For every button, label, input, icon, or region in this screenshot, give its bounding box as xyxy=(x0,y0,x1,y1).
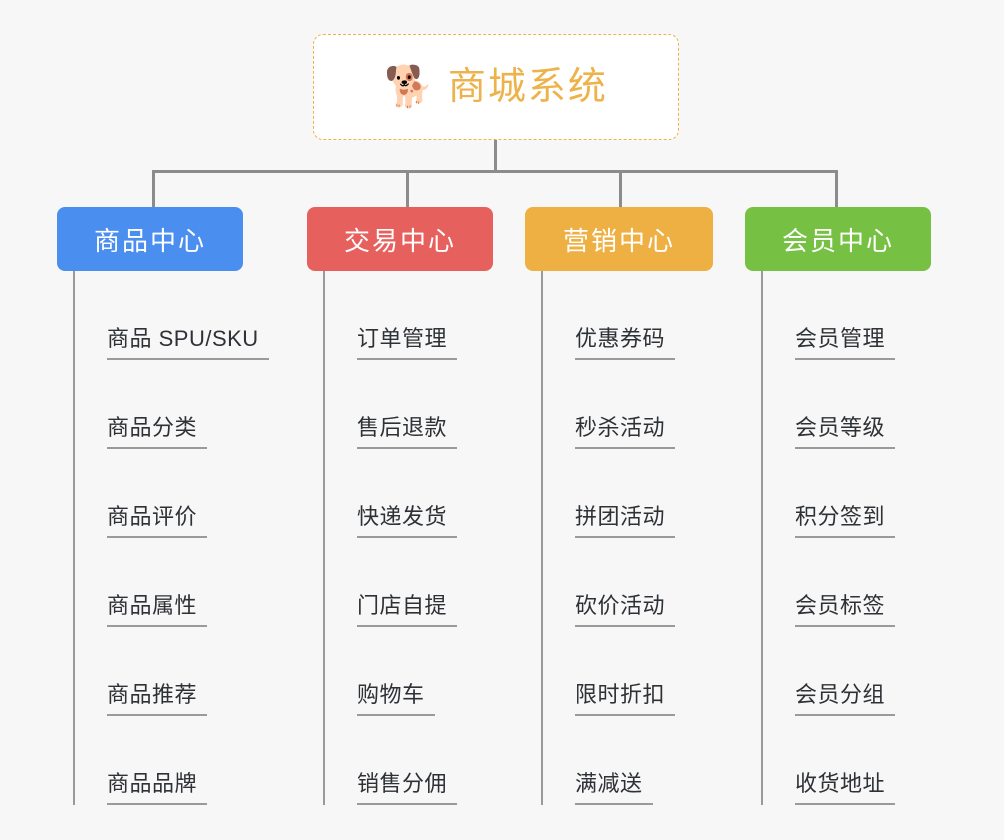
connector-drop-member-center xyxy=(835,170,838,208)
leaf-label: 商品分类 xyxy=(107,417,208,449)
category-label: 会员中心 xyxy=(781,225,894,256)
connector-drop-product-center xyxy=(152,170,155,208)
leaf-item[interactable]: 拼团活动 xyxy=(541,449,713,538)
branch-member-center: 会员中心 会员管理 会员等级 积分签到 会员标签 会员分组 收货地址 xyxy=(745,207,931,805)
category-header-product-center[interactable]: 商品中心 xyxy=(57,207,243,271)
leaf-item[interactable]: 商品分类 xyxy=(73,360,269,449)
leaf-label: 收货地址 xyxy=(795,773,896,805)
category-label: 商品中心 xyxy=(93,225,206,256)
leaf-item[interactable]: 商品品牌 xyxy=(73,716,269,805)
connector-horizontal-bus xyxy=(152,170,838,173)
leaf-rail xyxy=(761,271,763,805)
leaf-label: 商品品牌 xyxy=(107,773,208,805)
category-header-trade-center[interactable]: 交易中心 xyxy=(307,207,493,271)
leaf-label: 会员分组 xyxy=(795,684,896,716)
category-header-member-center[interactable]: 会员中心 xyxy=(745,207,931,271)
leaf-item[interactable]: 会员标签 xyxy=(761,538,931,627)
leaf-item[interactable]: 优惠券码 xyxy=(541,271,713,360)
shiba-dog-face-icon: 🐕 xyxy=(384,65,434,109)
leaf-item[interactable]: 秒杀活动 xyxy=(541,360,713,449)
leaf-item[interactable]: 商品评价 xyxy=(73,449,269,538)
category-label: 营销中心 xyxy=(562,225,675,256)
leaf-rail xyxy=(73,271,75,805)
leaf-label: 拼团活动 xyxy=(575,506,676,538)
leaf-label: 积分签到 xyxy=(795,506,896,538)
leaf-item[interactable]: 快递发货 xyxy=(323,449,493,538)
connector-drop-marketing-center xyxy=(619,170,622,208)
leaf-list-trade-center: 订单管理 售后退款 快递发货 门店自提 购物车 销售分佣 xyxy=(323,271,493,805)
leaf-label: 砍价活动 xyxy=(575,595,676,627)
leaf-item[interactable]: 订单管理 xyxy=(323,271,493,360)
leaf-item[interactable]: 商品 SPU/SKU xyxy=(73,271,269,360)
category-header-marketing-center[interactable]: 营销中心 xyxy=(525,207,713,271)
leaf-item[interactable]: 会员管理 xyxy=(761,271,931,360)
leaf-label: 满减送 xyxy=(575,773,653,805)
leaf-label: 订单管理 xyxy=(357,328,458,360)
leaf-item[interactable]: 砍价活动 xyxy=(541,538,713,627)
leaf-label: 商品 SPU/SKU xyxy=(107,328,269,360)
leaf-label: 会员管理 xyxy=(795,328,896,360)
leaf-item[interactable]: 销售分佣 xyxy=(323,716,493,805)
leaf-item[interactable]: 商品属性 xyxy=(73,538,269,627)
leaf-list-marketing-center: 优惠券码 秒杀活动 拼团活动 砍价活动 限时折扣 满减送 xyxy=(541,271,713,805)
leaf-label: 会员标签 xyxy=(795,595,896,627)
leaf-item[interactable]: 售后退款 xyxy=(323,360,493,449)
leaf-item[interactable]: 会员等级 xyxy=(761,360,931,449)
leaf-label: 商品评价 xyxy=(107,506,208,538)
leaf-label: 门店自提 xyxy=(357,595,458,627)
leaf-item[interactable]: 商品推荐 xyxy=(73,627,269,716)
branch-trade-center: 交易中心 订单管理 售后退款 快递发货 门店自提 购物车 销售分佣 xyxy=(307,207,493,805)
leaf-item[interactable]: 门店自提 xyxy=(323,538,493,627)
leaf-label: 优惠券码 xyxy=(575,328,676,360)
connector-root-stem xyxy=(494,140,497,172)
leaf-item[interactable]: 收货地址 xyxy=(761,716,931,805)
root-node-title: 商城系统 xyxy=(447,66,608,108)
leaf-list-product-center: 商品 SPU/SKU 商品分类 商品评价 商品属性 商品推荐 商品品牌 xyxy=(73,271,269,805)
leaf-label: 销售分佣 xyxy=(357,773,458,805)
branch-marketing-center: 营销中心 优惠券码 秒杀活动 拼团活动 砍价活动 限时折扣 满减送 xyxy=(525,207,713,805)
leaf-label: 售后退款 xyxy=(357,417,458,449)
root-node-shop-system[interactable]: 🐕 商城系统 xyxy=(313,34,679,140)
leaf-label: 购物车 xyxy=(357,684,435,716)
leaf-label: 会员等级 xyxy=(795,417,896,449)
connector-drop-trade-center xyxy=(406,170,409,208)
leaf-label: 商品属性 xyxy=(107,595,208,627)
leaf-rail xyxy=(541,271,543,805)
branch-product-center: 商品中心 商品 SPU/SKU 商品分类 商品评价 商品属性 商品推荐 商品品牌 xyxy=(57,207,269,805)
leaf-item[interactable]: 满减送 xyxy=(541,716,713,805)
leaf-list-member-center: 会员管理 会员等级 积分签到 会员标签 会员分组 收货地址 xyxy=(761,271,931,805)
category-label: 交易中心 xyxy=(343,225,456,256)
leaf-item[interactable]: 会员分组 xyxy=(761,627,931,716)
leaf-label: 限时折扣 xyxy=(575,684,676,716)
leaf-label: 商品推荐 xyxy=(107,684,208,716)
leaf-item[interactable]: 积分签到 xyxy=(761,449,931,538)
leaf-label: 秒杀活动 xyxy=(575,417,676,449)
leaf-rail xyxy=(323,271,325,805)
leaf-item[interactable]: 限时折扣 xyxy=(541,627,713,716)
leaf-label: 快递发货 xyxy=(357,506,458,538)
leaf-item[interactable]: 购物车 xyxy=(323,627,493,716)
